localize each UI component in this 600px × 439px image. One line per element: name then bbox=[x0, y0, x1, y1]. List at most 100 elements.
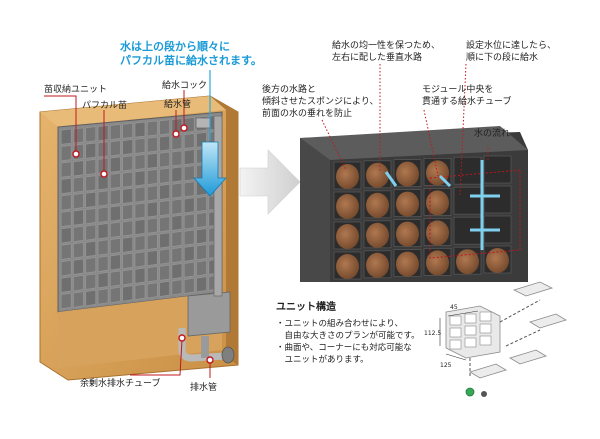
grid-cell bbox=[159, 168, 170, 184]
grid-cell bbox=[184, 197, 195, 214]
water-tubes bbox=[384, 160, 500, 250]
grid-cell bbox=[97, 223, 109, 240]
soil-plug bbox=[426, 250, 449, 276]
grid-cell bbox=[97, 206, 109, 223]
grid-cell bbox=[122, 236, 133, 253]
grid-cell bbox=[171, 279, 183, 296]
grid-cell bbox=[159, 135, 170, 152]
label-set-level: 設定水位に達したら、 順に下の段に給水 bbox=[466, 40, 556, 64]
grid-cell bbox=[171, 231, 183, 247]
grid-cell bbox=[134, 138, 146, 154]
label-sponge: 後方の水路と 傾斜させたスポンジにより、 前面の水の垂れを防止 bbox=[262, 84, 378, 120]
grid-cell bbox=[159, 264, 170, 281]
sponge-line-1: 後方の水路と bbox=[262, 85, 317, 95]
soil-plug bbox=[396, 191, 419, 217]
grid-cell bbox=[85, 273, 96, 290]
grid-cell bbox=[159, 248, 170, 265]
grid-cell bbox=[61, 276, 72, 293]
grid-cell bbox=[73, 160, 84, 177]
grid-cell bbox=[97, 255, 109, 272]
vertical-channels-line-1: 給水の均一性を保つため、 bbox=[332, 41, 441, 51]
grid-cell bbox=[97, 288, 109, 305]
soil-plug bbox=[426, 190, 449, 216]
soil-plug bbox=[336, 194, 359, 219]
grid-cell bbox=[171, 215, 183, 231]
grid-cell bbox=[85, 126, 96, 143]
unit-structure-title: ユニット構造 bbox=[276, 302, 336, 313]
grid-cell bbox=[159, 232, 170, 249]
grid-cell bbox=[134, 170, 146, 187]
cutaway-cell-frame bbox=[453, 156, 482, 185]
headline-line-1: 水は上の段から順々に bbox=[120, 40, 230, 53]
grid-cell bbox=[134, 251, 146, 268]
soil-plug bbox=[336, 224, 359, 249]
label-seedling-unit: 苗収納ユニット bbox=[44, 85, 108, 95]
label-supply-cock: 給水コック bbox=[162, 81, 208, 91]
grid-cell bbox=[85, 208, 96, 225]
grid-cell bbox=[184, 133, 195, 149]
cutaway-module-illustration bbox=[300, 126, 528, 282]
grid-cell bbox=[122, 155, 133, 172]
module-hole bbox=[479, 311, 492, 322]
grid-cell bbox=[61, 194, 72, 211]
water-flow-arrow bbox=[193, 141, 227, 197]
vertical-channels-line-2: 左右に配した垂直水路 bbox=[332, 53, 423, 63]
grid-cell bbox=[122, 171, 133, 188]
grid-cell bbox=[134, 154, 146, 170]
module-holes bbox=[449, 311, 492, 350]
drain-box bbox=[187, 291, 231, 337]
grid-cell bbox=[196, 244, 207, 260]
soil-plug bbox=[336, 164, 359, 189]
grid-cell bbox=[134, 202, 146, 219]
left-wall-illustration bbox=[39, 70, 239, 381]
grid-cell bbox=[122, 123, 133, 139]
headline-line-2: パフカル苗に給水されます。 bbox=[120, 54, 262, 67]
dim-45: 45 bbox=[450, 304, 458, 311]
cutaway-cell-frame bbox=[483, 155, 512, 184]
grid-cell bbox=[184, 213, 195, 230]
label-module-tube: モジュール中央を 貫通する給水チューブ bbox=[422, 84, 511, 108]
grid-cell bbox=[196, 212, 207, 228]
soil-plug bbox=[336, 254, 359, 279]
grid-cell bbox=[147, 282, 158, 299]
grid-cell bbox=[122, 269, 133, 286]
dim-125: 125 bbox=[440, 362, 452, 369]
grid-cell bbox=[110, 140, 121, 157]
grid-cell bbox=[122, 220, 133, 237]
grid-cell bbox=[110, 270, 121, 287]
grid-cell bbox=[97, 125, 109, 141]
right-callouts bbox=[321, 63, 489, 197]
grid-cell bbox=[196, 228, 207, 244]
module-hole bbox=[464, 313, 477, 324]
grid-cell bbox=[73, 291, 84, 308]
grid-cell bbox=[159, 151, 170, 168]
grid-cell bbox=[147, 169, 158, 185]
label-pafcal: パフカル苗 bbox=[82, 101, 128, 111]
soil-plug bbox=[426, 220, 449, 246]
label-drain-pipe: 排水管 bbox=[190, 383, 218, 393]
grid-cell bbox=[110, 124, 121, 140]
set-level-line-2: 順に下の段に給水 bbox=[466, 53, 539, 63]
grid-cell bbox=[61, 293, 72, 310]
grid-cell bbox=[85, 257, 96, 274]
grid-cell bbox=[73, 242, 84, 259]
grid-cell bbox=[171, 150, 183, 167]
grid-cell bbox=[159, 216, 170, 233]
grid-cell bbox=[110, 286, 121, 303]
bullet-1-line-2: 自由な大きさのプランが可能です。 bbox=[276, 331, 420, 341]
grid-cell bbox=[122, 188, 133, 204]
bullet-2-line-1: ・曲面や、コーナーにも対応可能な bbox=[276, 343, 412, 353]
grid-cell bbox=[73, 176, 84, 193]
grid-cell bbox=[110, 238, 121, 254]
grid-cell bbox=[171, 263, 183, 280]
grid-cell bbox=[147, 201, 158, 218]
grid-cell bbox=[147, 120, 158, 137]
soil-plug bbox=[396, 161, 419, 187]
module-hole bbox=[479, 335, 492, 346]
grid-cell bbox=[159, 200, 170, 216]
grid-cell bbox=[73, 275, 84, 292]
bullet-1-line-1: ・ユニットの組み合わせにより、 bbox=[276, 319, 403, 329]
grid-cell bbox=[97, 239, 109, 256]
grid-cell bbox=[122, 253, 133, 269]
grid-cell bbox=[97, 272, 109, 289]
